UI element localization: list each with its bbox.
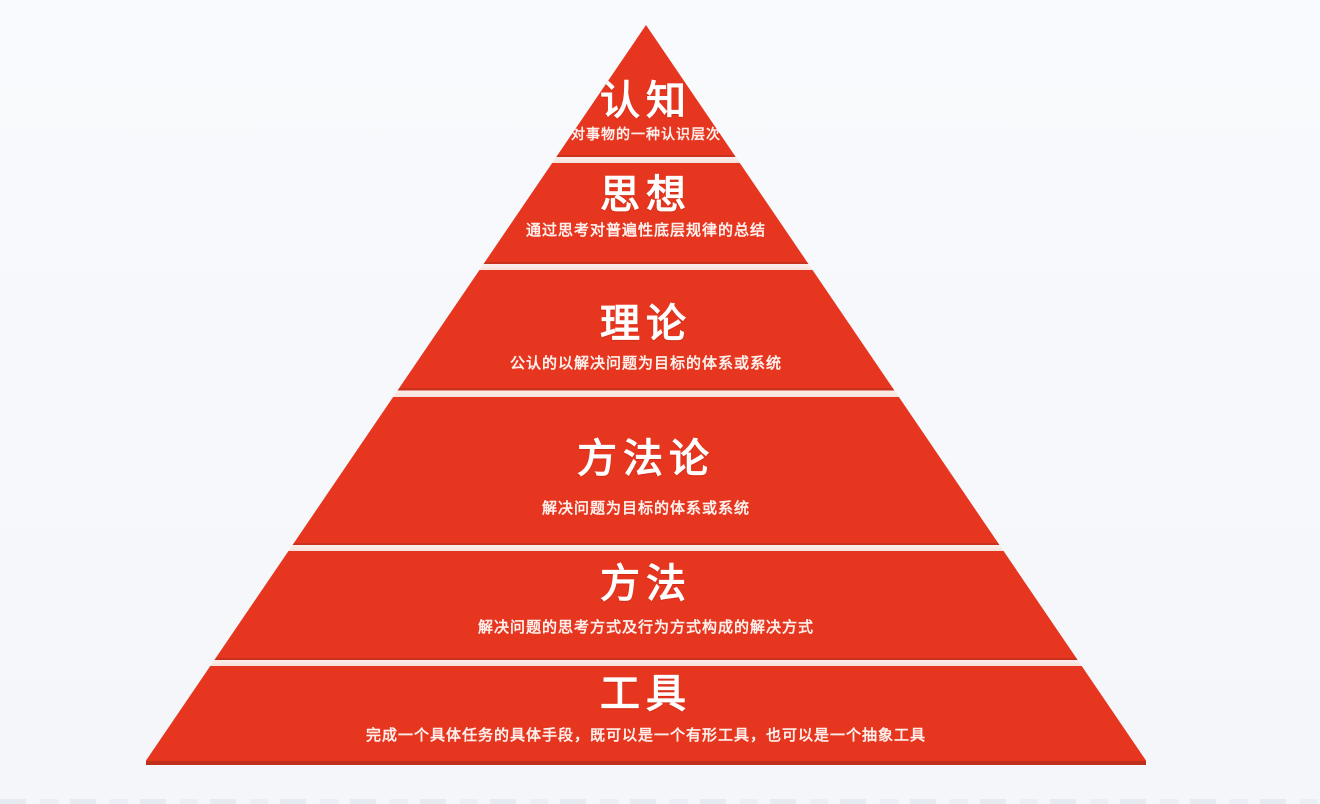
level-subtitle: 完成一个具体任务的具体手段，既可以是一个有形工具，也可以是一个抽象工具 [365,727,926,744]
level-divider [146,658,1146,666]
cut-off-text-strip [0,799,1320,804]
pyramid-level-thought: 思想 通过思考对普遍性底层规律的总结 [146,163,1146,262]
level-divider [146,388,1146,397]
level-divider [146,262,1146,270]
level-subtitle: 解决问题为目标的体系或系统 [541,500,750,517]
level-title: 思想 [600,173,692,217]
pyramid-level-method: 方法 解决问题的思考方式及行为方式构成的解决方式 [146,551,1146,658]
level-title: 认知 [600,79,692,123]
level-title: 工具 [600,672,692,716]
level-subtitle: 解决问题的思考方式及行为方式构成的解决方式 [477,619,814,636]
level-subtitle: 对事物的一种认识层次 [571,126,721,142]
pyramid-level-methodology: 方法论 解决问题为目标的体系或系统 [146,397,1146,543]
level-divider [146,155,1146,163]
pyramid-level-cognition: 认知 对事物的一种认识层次 [146,25,1146,155]
level-divider [146,543,1146,551]
level-subtitle: 通过思考对普遍性底层规律的总结 [525,222,766,239]
level-subtitle: 公认的以解决问题为目标的体系或系统 [509,355,782,372]
pyramid-diagram: 认知 对事物的一种认识层次 思想 通过思考对普遍性底层规律的总结 理论 公认的以… [146,25,1146,765]
pyramid-level-theory: 理论 公认的以解决问题为目标的体系或系统 [146,270,1146,388]
level-title: 方法 [600,562,692,606]
level-title: 理论 [600,302,692,346]
pyramid-level-tool: 工具 完成一个具体任务的具体手段，既可以是一个有形工具，也可以是一个抽象工具 [146,666,1146,765]
level-title: 方法论 [577,437,715,481]
